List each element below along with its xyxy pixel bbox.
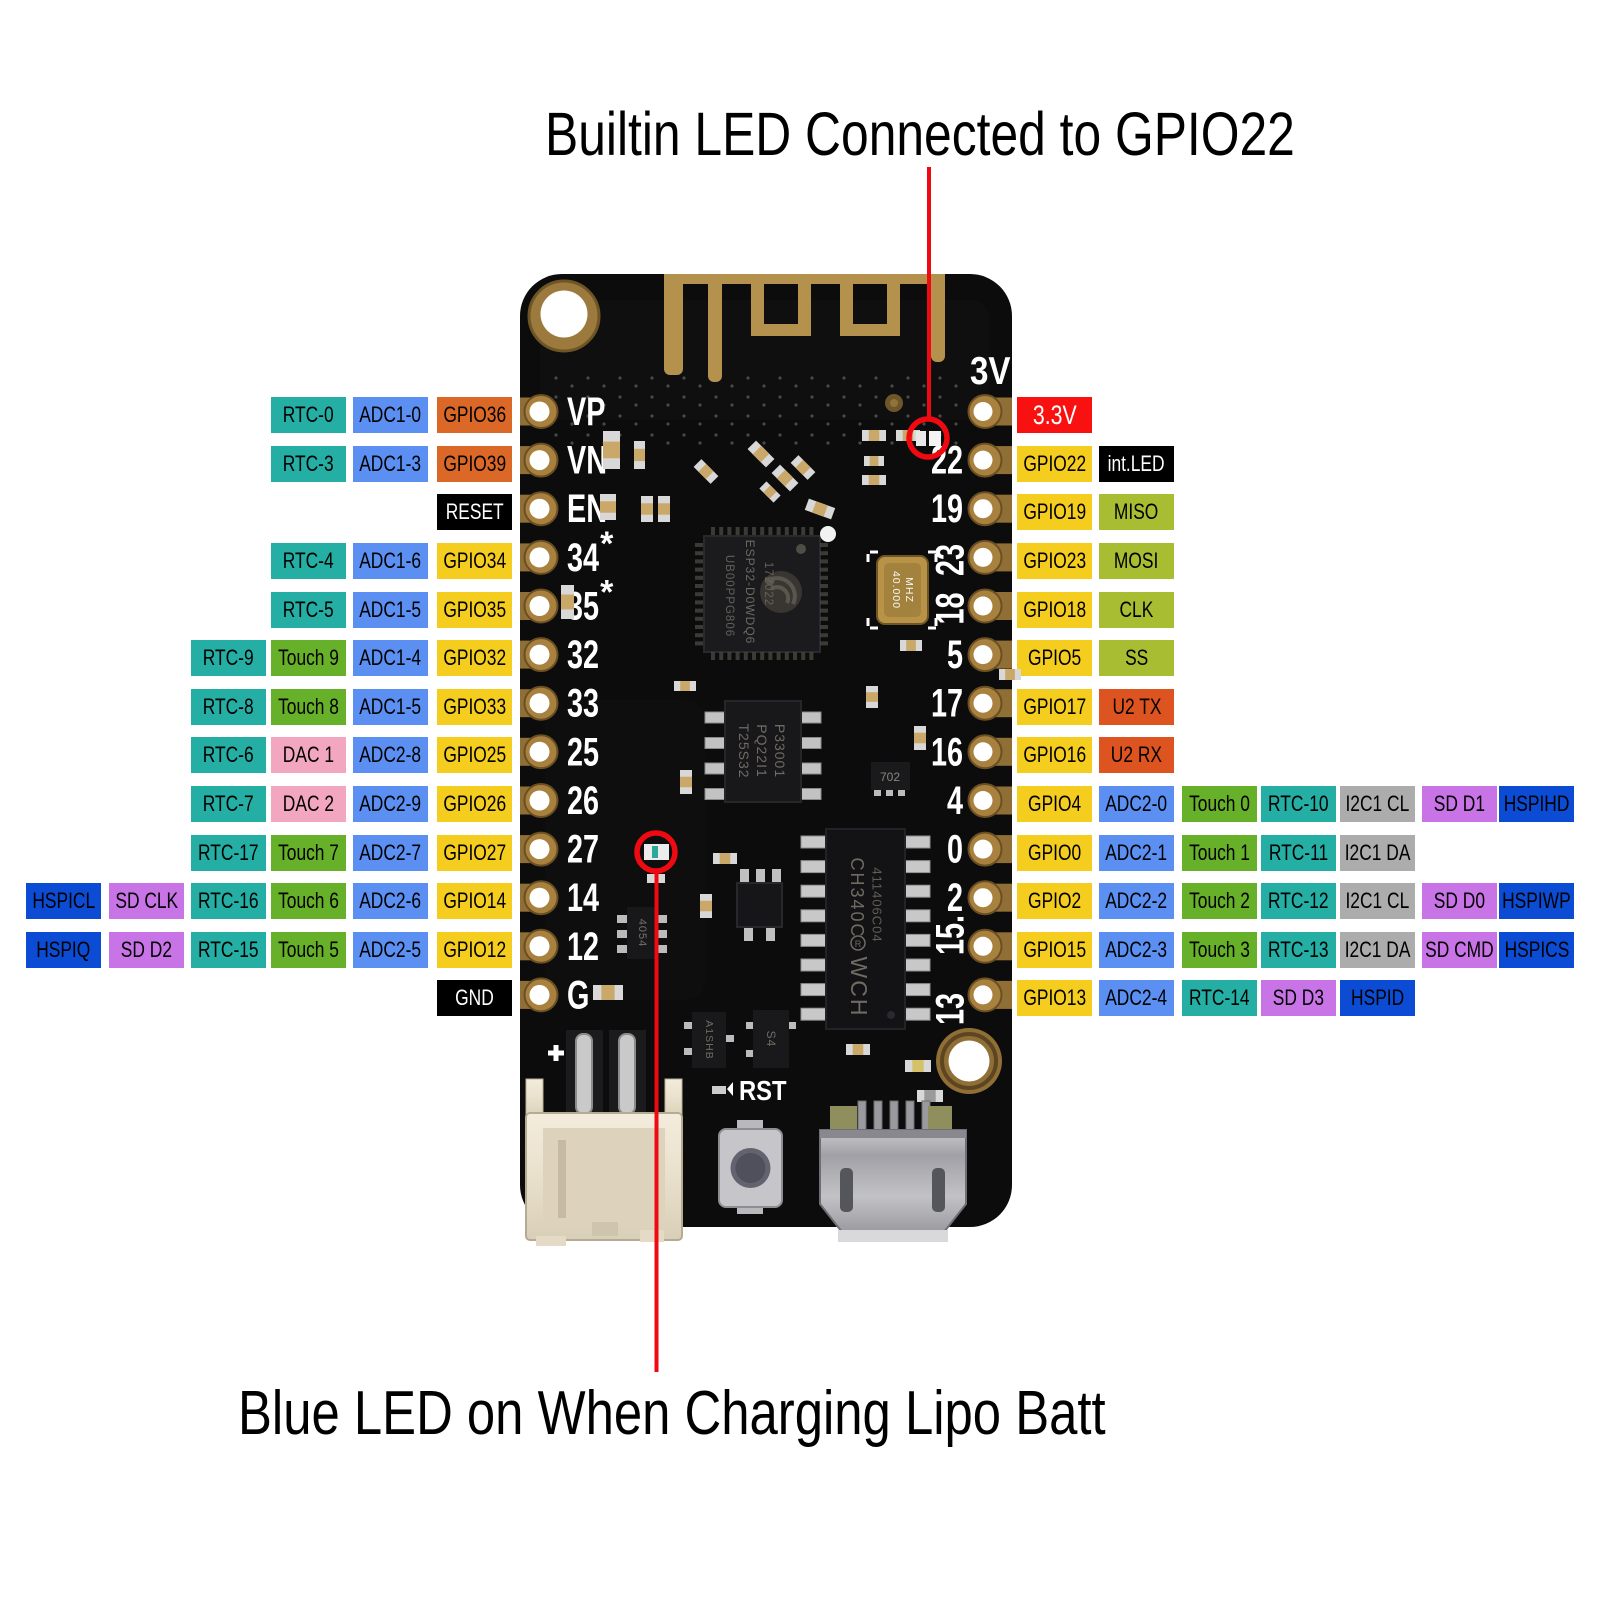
svg-text:RST: RST	[739, 1074, 787, 1106]
svg-text:32: 32	[567, 633, 599, 678]
svg-text:CH340C: CH340C	[847, 857, 867, 938]
svg-text:MHZ: MHZ	[903, 577, 915, 603]
svg-text:13: 13	[928, 993, 973, 1025]
svg-text:UB00PPG806: UB00PPG806	[723, 555, 735, 637]
svg-text:*: *	[600, 525, 614, 563]
svg-text:12: 12	[567, 924, 599, 969]
svg-text:33: 33	[567, 681, 599, 726]
svg-text:702: 702	[880, 770, 900, 784]
svg-text:VN: VN	[567, 438, 607, 483]
svg-text:15.: 15.	[928, 915, 973, 955]
svg-text:27: 27	[567, 827, 599, 872]
svg-text:25: 25	[567, 730, 599, 775]
svg-text:40.000: 40.000	[890, 571, 902, 609]
svg-text:2: 2	[947, 876, 963, 921]
svg-text:4: 4	[947, 778, 964, 823]
svg-text:*: *	[600, 573, 614, 611]
svg-text:3V: 3V	[970, 348, 1011, 392]
svg-text:R: R	[855, 939, 862, 949]
svg-text:ESP32-D0WDQ6: ESP32-D0WDQ6	[743, 540, 757, 645]
svg-text:17: 17	[931, 681, 963, 726]
svg-text:WCH: WCH	[846, 957, 872, 1018]
svg-text:P33001: P33001	[772, 724, 788, 778]
svg-text:19: 19	[931, 487, 963, 532]
svg-text:411406C04: 411406C04	[870, 867, 885, 942]
svg-text:34: 34	[567, 535, 600, 580]
svg-text:16: 16	[931, 730, 963, 775]
svg-text:26: 26	[567, 778, 599, 823]
svg-text:T25S32: T25S32	[736, 723, 752, 778]
svg-text:A1SHB: A1SHB	[703, 1020, 715, 1059]
svg-text:PQ22I1: PQ22I1	[754, 724, 770, 777]
svg-text:S4: S4	[764, 1031, 778, 1048]
svg-text:5: 5	[947, 633, 963, 678]
svg-text:G: G	[567, 973, 589, 1018]
svg-text:0: 0	[947, 827, 963, 872]
svg-text:VP: VP	[567, 389, 605, 434]
svg-text:4054: 4054	[636, 919, 648, 947]
svg-text:172022: 172022	[762, 562, 774, 606]
svg-text:14: 14	[567, 876, 600, 921]
